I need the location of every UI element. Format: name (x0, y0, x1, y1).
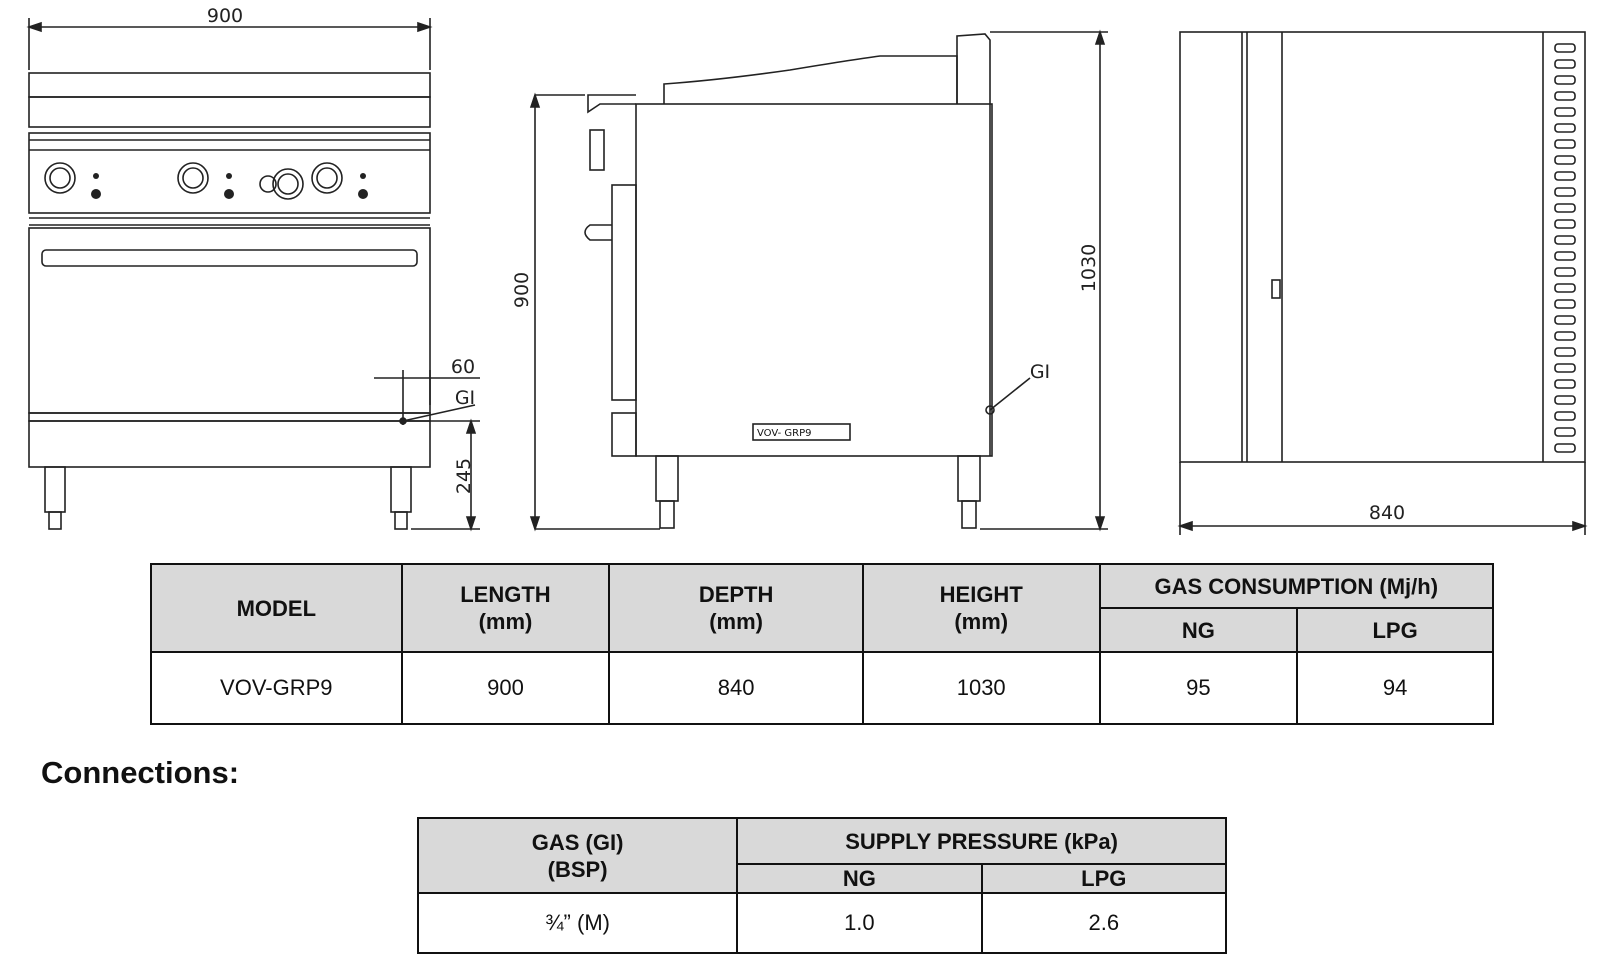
header-gas: GAS (GI) (BSP) (416, 817, 739, 894)
front-width-dim: 900 (207, 5, 243, 27)
header-height: HEIGHT (mm) (861, 563, 1101, 653)
side-view (529, 29, 1108, 532)
header-conn-lpg: LPG (980, 863, 1228, 894)
cell-conn-lpg: 2.6 (980, 892, 1228, 954)
top-view (1177, 31, 1588, 535)
header-length: LENGTH (mm) (400, 563, 611, 653)
header-gas-sub: (BSP) (547, 856, 608, 882)
header-length-unit: (mm) (478, 609, 533, 634)
cell-lpg: 94 (1296, 651, 1494, 725)
cell-gas: ¾” (M) (416, 892, 739, 954)
cell-model: VOV-GRP9 (150, 651, 403, 725)
top-view-burner-slots (1554, 43, 1576, 453)
header-depth-unit: (mm) (709, 609, 763, 634)
connections-title: Connections: (41, 755, 240, 790)
header-height-label: HEIGHT (939, 582, 1023, 607)
front-view (26, 18, 480, 532)
cell-depth: 840 (608, 651, 864, 725)
header-lpg: LPG (1296, 607, 1494, 653)
spec-table: MODEL LENGTH (mm) DEPTH (mm) HEIGHT (mm)… (150, 563, 1495, 725)
header-height-unit: (mm) (954, 609, 1009, 634)
header-depth: DEPTH (mm) (608, 563, 864, 653)
header-supply-pressure: SUPPLY PRESSURE (kPa) (736, 817, 1227, 865)
header-length-label: LENGTH (460, 582, 551, 607)
cell-ng: 95 (1098, 651, 1299, 725)
top-depth-dim: 840 (1369, 502, 1405, 524)
header-model: MODEL (150, 563, 403, 653)
model-plate-label: VOV- GRP9 (757, 428, 812, 439)
side-gas-inlet-label: GI (1030, 361, 1050, 383)
side-height-dim: 900 (511, 272, 533, 308)
overall-height-dim: 1030 (1078, 244, 1100, 292)
leg-offset-dim: 60 (451, 356, 475, 378)
cell-height: 1030 (861, 651, 1101, 725)
drawings-canvas: 900 60 GI 245 900 1030 GI VOV- GRP9 840 (26, 5, 1588, 535)
leg-height-dim: 245 (453, 458, 475, 494)
front-view-knobs (44, 162, 343, 200)
header-depth-label: DEPTH (698, 582, 774, 607)
header-ng: NG (1098, 607, 1299, 653)
front-gas-inlet-label: GI (455, 387, 475, 409)
connections-table: GAS (GI) (BSP) SUPPLY PRESSURE (kPa) NG … (416, 817, 1228, 954)
cell-conn-ng: 1.0 (736, 892, 983, 954)
table-row: VOV-GRP9 900 840 1030 95 94 (150, 651, 1494, 725)
cell-length: 900 (400, 651, 611, 725)
header-conn-ng: NG (736, 863, 983, 894)
technical-drawings: 900 60 GI 245 900 1030 GI VOV- GRP9 840 (26, 5, 1588, 535)
header-gas-label: GAS (GI) (531, 829, 624, 855)
table-row: ¾” (M) 1.0 2.6 (416, 892, 1228, 954)
header-gas-consumption: GAS CONSUMPTION (Mj/h) (1098, 563, 1495, 609)
